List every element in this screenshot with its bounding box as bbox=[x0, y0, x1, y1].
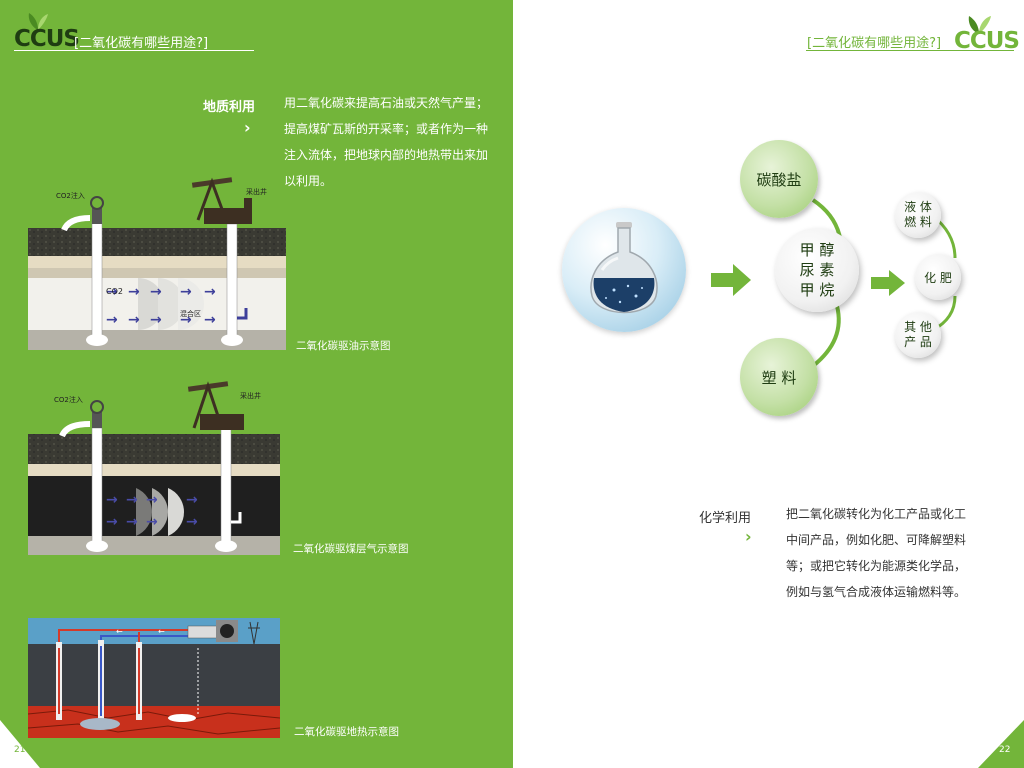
header-divider bbox=[14, 50, 254, 51]
svg-text:→: → bbox=[128, 284, 140, 300]
bubble-center-line2: 尿 素 bbox=[799, 261, 835, 279]
bubble-fertilizer-label: 化 肥 bbox=[924, 270, 952, 285]
svg-text:→: → bbox=[150, 284, 162, 300]
label-co2-inject-2: CO2注入 bbox=[54, 395, 83, 404]
svg-text:→: → bbox=[204, 284, 216, 300]
geology-section-title: 地质利用 bbox=[203, 100, 256, 115]
svg-text:→: → bbox=[150, 312, 162, 328]
svg-text:→: → bbox=[180, 312, 192, 328]
label-production-well-2: 采出井 bbox=[240, 391, 261, 400]
svg-text:→: → bbox=[180, 284, 192, 300]
bubble-center-line1: 甲 醇 bbox=[799, 241, 835, 259]
bubble-center-line3: 甲 烷 bbox=[799, 281, 835, 299]
ccus-logo-right: CCUS bbox=[954, 28, 1020, 54]
svg-text:→: → bbox=[128, 312, 140, 328]
bubble-other-line1: 其 他 bbox=[904, 320, 932, 334]
bubble-fertilizer: 化 肥 bbox=[915, 254, 961, 300]
geology-description: 用二氧化碳来提高石油或天然气产量；提高煤矿瓦斯的开采率；或者作为一种注入流体，把… bbox=[284, 96, 489, 188]
svg-text:→: → bbox=[106, 312, 118, 328]
flask-sphere bbox=[562, 208, 686, 332]
ccus-leaf-icon bbox=[968, 16, 991, 34]
page-number-right: 22 bbox=[999, 745, 1011, 755]
label-co2: CO2 bbox=[106, 287, 123, 296]
bubble-plastic-label: 塑 料 bbox=[761, 368, 797, 387]
arrow-right-icon bbox=[871, 270, 905, 296]
svg-text:→: → bbox=[146, 514, 158, 530]
co2-geothermal-diagram: ← ← bbox=[28, 618, 280, 738]
diagram2-caption: 二氧化碳驱煤层气示意图 bbox=[293, 543, 409, 555]
svg-text:→: → bbox=[186, 492, 198, 508]
co2-ecbm-diagram: → → → → → → → → CO2注入 采出井 bbox=[28, 381, 280, 555]
ccus-leaf-icon bbox=[28, 13, 48, 30]
bubble-liquid-fuel-line1: 液 体 bbox=[904, 200, 932, 214]
diagram3-caption: 二氧化碳驱地热示意图 bbox=[294, 726, 399, 738]
bubble-liquid-fuel-line2: 燃 料 bbox=[904, 215, 932, 229]
svg-text:→: → bbox=[146, 492, 158, 508]
bubble-other-products: 其 他 产 品 bbox=[895, 312, 941, 358]
label-production-well: 采出井 bbox=[246, 187, 267, 196]
ccus-logo: CCUS bbox=[14, 26, 80, 52]
page-header-title-right: [二氧化碳有哪些用途?] bbox=[807, 36, 942, 51]
page-corner-decoration-right bbox=[978, 720, 1024, 768]
page-header-title: [二氧化碳有哪些用途?] bbox=[74, 36, 209, 51]
svg-text:←: ← bbox=[158, 627, 165, 636]
right-page: [二氧化碳有哪些用途?] CCUS 碳酸盐 塑 bbox=[513, 0, 1024, 768]
left-page: CCUS [二氧化碳有哪些用途?] 地质利用 › 用二氧化碳来提高石油或天然气产… bbox=[0, 0, 513, 768]
arrow-right-icon bbox=[711, 264, 751, 296]
chevron-right-icon: › bbox=[244, 118, 251, 137]
diagram1-caption: 二氧化碳驱油示意图 bbox=[296, 340, 391, 352]
svg-text:←: ← bbox=[116, 627, 123, 636]
svg-text:→: → bbox=[186, 514, 198, 530]
svg-text:→: → bbox=[106, 492, 118, 508]
svg-text:→: → bbox=[204, 312, 216, 328]
bubble-center-products: 甲 醇 尿 素 甲 烷 bbox=[775, 228, 859, 312]
chemical-description: 把二氧化碳转化为化工产品或化工中间产品，例如化肥、可降解塑料等；或把它转化为能源… bbox=[786, 507, 967, 599]
page-corner-decoration bbox=[0, 720, 40, 768]
chevron-right-icon: › bbox=[745, 527, 752, 546]
bubble-carbonate-label: 碳酸盐 bbox=[756, 170, 802, 189]
label-mixing-zone: 混合区 bbox=[180, 309, 201, 318]
bubble-other-line2: 产 品 bbox=[904, 335, 932, 349]
label-co2-inject: CO2注入 bbox=[56, 191, 85, 200]
svg-text:→: → bbox=[106, 284, 118, 300]
header-divider-right bbox=[806, 50, 1014, 51]
bubble-liquid-fuel: 液 体 燃 料 bbox=[895, 192, 941, 238]
page-number-left: 21 bbox=[14, 745, 26, 755]
svg-text:→: → bbox=[126, 492, 138, 508]
flask-icon bbox=[590, 222, 658, 314]
co2-eor-diagram: → → → → → → → → → → CO2注入 采出井 CO2 混合区 bbox=[28, 177, 286, 350]
svg-text:→: → bbox=[126, 514, 138, 530]
bubble-plastic: 塑 料 bbox=[740, 338, 818, 416]
svg-text:→: → bbox=[106, 514, 118, 530]
bubble-carbonate: 碳酸盐 bbox=[740, 140, 818, 218]
chemical-section-title: 化学利用 bbox=[699, 511, 752, 526]
